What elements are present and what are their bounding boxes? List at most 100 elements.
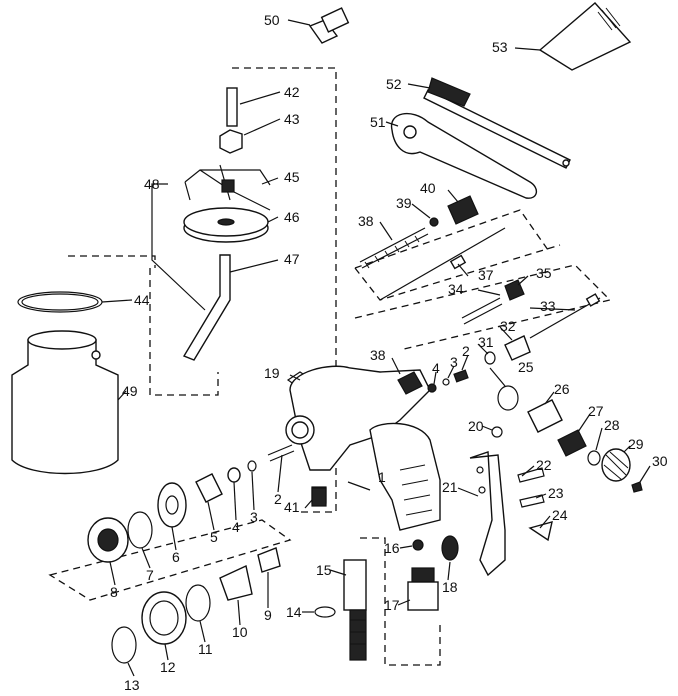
callout-12: 12 xyxy=(160,659,176,675)
part-52-brush xyxy=(423,77,571,169)
callout-6: 6 xyxy=(172,549,180,565)
callout-11: 11 xyxy=(198,641,213,657)
callout-45: 45 xyxy=(284,169,300,185)
callout-43: 43 xyxy=(284,111,300,127)
callout-27: 27 xyxy=(588,403,604,419)
callout-29: 29 xyxy=(628,436,644,452)
group-34-outline xyxy=(354,264,612,351)
callout-32: 32 xyxy=(500,318,516,334)
callout-1: 1 xyxy=(378,469,386,485)
part-49-cup xyxy=(11,330,119,475)
part-6-baffle xyxy=(157,482,187,528)
gun-body xyxy=(285,365,441,531)
part-51-wrench xyxy=(390,112,537,199)
group-49-outline xyxy=(68,255,219,396)
callout-41: 41 xyxy=(284,499,300,515)
part-38-spring-upper xyxy=(359,227,429,269)
callout-17: 17 xyxy=(384,597,400,613)
callout-26: 26 xyxy=(554,381,570,397)
callout-3-lower: 3 xyxy=(250,509,258,525)
callout-18: 18 xyxy=(442,579,458,595)
part-26-valve xyxy=(527,399,563,433)
callout-52: 52 xyxy=(386,76,402,92)
part-29-knob xyxy=(601,448,631,482)
part-11-oring xyxy=(185,584,211,622)
callout-30: 30 xyxy=(652,453,668,469)
part-32-fitting xyxy=(504,335,531,361)
part-17-adapter xyxy=(407,567,439,611)
part-43-nut xyxy=(219,129,243,154)
part-8-aircap xyxy=(87,517,129,563)
part-53-label-card xyxy=(538,2,632,71)
callout-4-lower: 4 xyxy=(232,519,240,535)
callout-19: 19 xyxy=(264,365,280,381)
callout-4-upper: 4 xyxy=(432,360,440,376)
part-39-nut xyxy=(429,217,439,227)
callout-8: 8 xyxy=(110,584,118,600)
part-31-washer xyxy=(484,351,496,365)
part-18-seal xyxy=(441,535,459,561)
callout-23: 23 xyxy=(548,485,564,501)
callout-37: 37 xyxy=(478,267,494,283)
part-4-upper xyxy=(427,383,437,393)
part-5-valve xyxy=(195,473,223,503)
part-30-screw xyxy=(631,481,643,493)
callout-15: 15 xyxy=(316,562,332,578)
callout-47: 47 xyxy=(284,251,300,267)
part-41-fitting xyxy=(311,487,327,507)
callout-33: 33 xyxy=(540,298,556,314)
part-37-needle xyxy=(379,227,506,301)
part-34-spring xyxy=(461,297,503,325)
part-47-tube xyxy=(182,254,231,361)
part-45-clamp xyxy=(184,164,271,211)
part-4-nut xyxy=(227,467,241,483)
callout-46: 46 xyxy=(284,209,300,225)
part-23-pin xyxy=(519,494,545,508)
callout-5: 5 xyxy=(210,529,218,545)
callout-34: 34 xyxy=(448,281,464,297)
callout-3-upper: 3 xyxy=(450,354,458,370)
callout-48: 48 xyxy=(144,176,160,192)
group-17-outline xyxy=(360,537,441,666)
part-14-oring xyxy=(314,606,336,618)
callout-24: 24 xyxy=(552,507,568,523)
part-9-nozzle xyxy=(257,547,281,573)
part-50-fitting xyxy=(308,7,350,44)
part-27-nut xyxy=(557,429,587,457)
callout-51: 51 xyxy=(370,114,386,130)
part-42-pin xyxy=(226,87,238,127)
part-46-lid xyxy=(183,207,269,243)
callout-53: 53 xyxy=(492,39,508,55)
part-33-needle xyxy=(529,293,601,339)
callout-28: 28 xyxy=(604,417,620,433)
part-24-clip xyxy=(528,521,553,542)
callout-labels: 1 2 2 3 3 4 4 5 6 7 8 9 10 11 12 13 14 1… xyxy=(110,12,668,693)
part-20-washer xyxy=(491,426,503,438)
callout-13: 13 xyxy=(124,677,140,693)
part-7-oring xyxy=(127,511,153,549)
part-44-gasket xyxy=(17,291,103,313)
callout-35: 35 xyxy=(536,265,552,281)
part-3-upper xyxy=(442,378,450,386)
dashed-group-outlines xyxy=(48,67,612,666)
part-12-ring xyxy=(141,591,187,645)
leader-lines xyxy=(101,19,651,677)
callout-42: 42 xyxy=(284,84,300,100)
part-2-upper xyxy=(453,369,469,383)
part-21-trigger xyxy=(469,451,506,577)
callout-10: 10 xyxy=(232,624,248,640)
callout-21: 21 xyxy=(442,479,458,495)
part-28-washer xyxy=(587,450,601,466)
callout-44: 44 xyxy=(134,292,150,308)
callout-16: 16 xyxy=(384,540,400,556)
part-16-pin xyxy=(412,539,424,551)
part-10-nozzle xyxy=(219,564,253,601)
callout-7: 7 xyxy=(146,567,154,583)
part-38-lower xyxy=(397,371,423,395)
callout-38-upper: 38 xyxy=(358,213,374,229)
callout-40: 40 xyxy=(420,180,436,196)
callout-25: 25 xyxy=(518,359,534,375)
part-13-oring xyxy=(111,626,137,664)
